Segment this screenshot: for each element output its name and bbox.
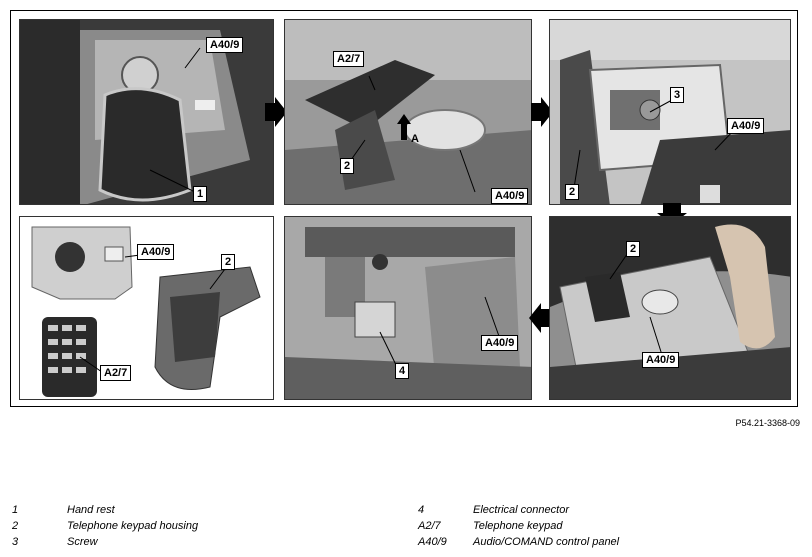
callout-a40-9: A40/9 [481, 335, 519, 351]
panel-lift-housing: 2 A40/9 [549, 216, 791, 400]
callout-2: 2 [340, 158, 355, 174]
figure-frame: A40/9 1 A2/7 2 A A40/9 [10, 10, 798, 407]
callout-2: 2 [565, 184, 580, 200]
arrow-right-icon [265, 97, 287, 127]
callout-a40-9: A40/9 [491, 188, 529, 204]
callout-a2-7: A2/7 [100, 365, 132, 381]
arrow-right-icon [531, 97, 553, 127]
panel-removed-parts: A40/9 2 A2/7 [19, 216, 274, 400]
panel-screw: 3 A40/9 2 [549, 19, 791, 205]
callout-2: 2 [626, 241, 641, 257]
callout-4: 4 [395, 363, 410, 379]
callout-1: 1 [193, 186, 208, 202]
panel-keypad-housing: A2/7 2 A A40/9 [284, 19, 532, 205]
photo-screw [550, 20, 790, 204]
arrow-left-icon [529, 303, 551, 333]
callout-a40-9: A40/9 [642, 352, 680, 368]
callout-a40-9: A40/9 [137, 244, 175, 260]
callout-2: 2 [221, 254, 236, 270]
callout-a40-9: A40/9 [727, 118, 765, 134]
callout-a40-9: A40/9 [206, 37, 244, 53]
callout-a: A [411, 133, 419, 145]
figure-reference: P54.21-3368-09 [735, 418, 800, 428]
arrow-down-icon [657, 203, 687, 225]
callout-3: 3 [670, 87, 685, 103]
arrow-up-icon [397, 114, 411, 140]
panel-electrical-connector: A40/9 4 [284, 216, 532, 400]
photo-keypad-housing [285, 20, 531, 204]
panel-hand-rest: A40/9 1 [19, 19, 274, 205]
callout-a2-7: A2/7 [333, 51, 365, 67]
photo-lift-housing [550, 217, 790, 399]
